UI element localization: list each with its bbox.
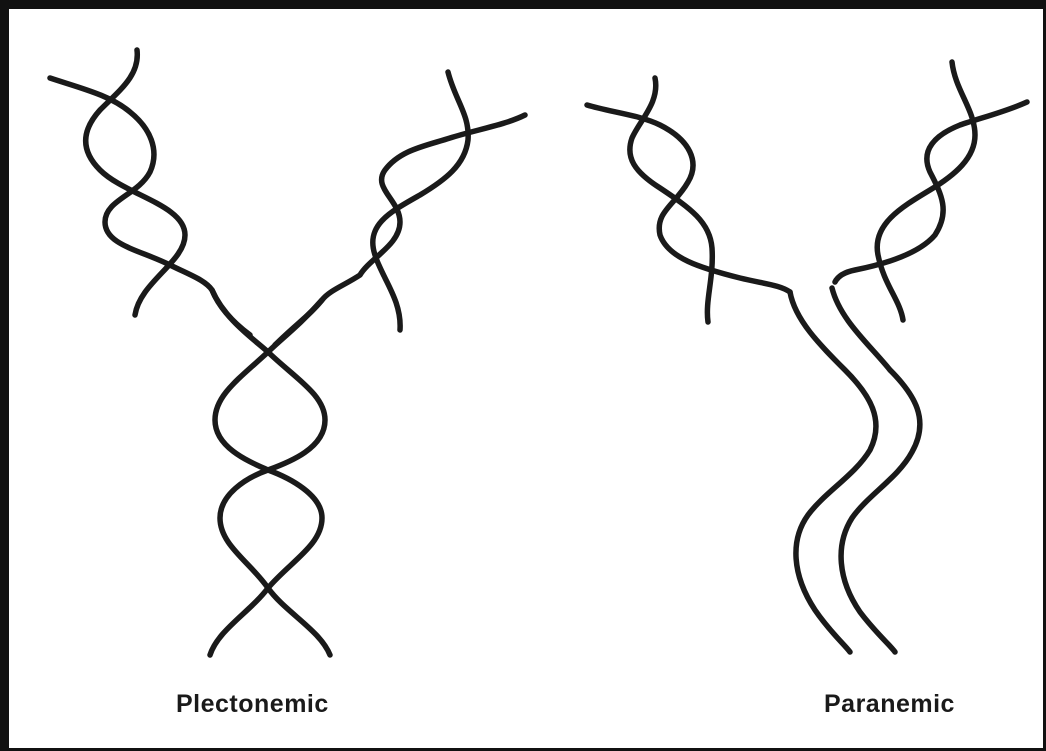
paranemic-left-branch-strand-a [587,105,790,292]
paranemic-right-branch-strand-b [877,62,975,320]
plectonemic-label: Plectonemic [176,690,329,719]
paranemic-unwound-strand-b [832,288,920,652]
paranemic-label: Paranemic [824,690,955,719]
paranemic-unwound-strand-a [790,292,876,652]
plectonemic-left-branch-strand-a [50,78,250,335]
plectonemic-trunk-strand-b [210,300,322,655]
plectonemic-right-branch-strand-b [373,72,468,330]
plectonemic-left-branch-strand-b [86,50,185,315]
paranemic-structure [587,62,1027,652]
plectonemic-structure [50,50,525,655]
